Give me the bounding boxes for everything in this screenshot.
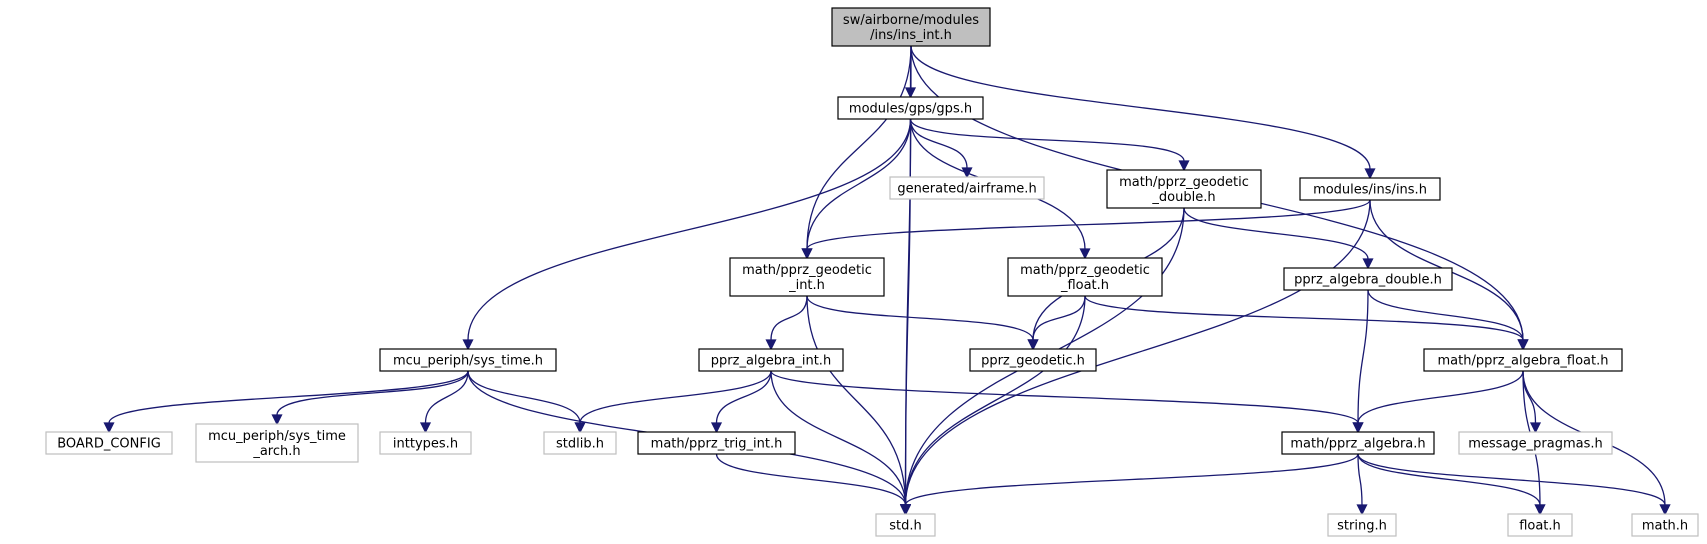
edge-algebra-to-math xyxy=(1357,453,1671,516)
edge-trig_int-to-std xyxy=(715,453,912,516)
node-label: std.h xyxy=(889,519,922,534)
edge-ins-to-geo_int xyxy=(801,199,1371,260)
edge-algebra-to-string xyxy=(1356,453,1368,516)
edge-algebra-to-std xyxy=(899,453,1359,516)
node-label: BOARD_CONFIG xyxy=(57,437,161,452)
edge-sys_time-to-stdlib xyxy=(467,370,586,434)
node-label: pprz_algebra_double.h xyxy=(1294,273,1442,288)
node-alg-int[interactable]: pprz_algebra_int.h xyxy=(698,348,844,372)
node-geo-float[interactable]: math/pprz_geodetic_float.h xyxy=(1007,257,1163,297)
node-alg-float[interactable]: math/pprz_algebra_float.h xyxy=(1423,348,1623,372)
node-geo-double[interactable]: math/pprz_geodetic_double.h xyxy=(1106,169,1262,209)
edge-alg_float-to-algebra xyxy=(1352,370,1524,434)
node-stdlib[interactable]: stdlib.h xyxy=(543,431,617,455)
node-root[interactable]: sw/airborne/modules/ins/ins_int.h xyxy=(831,7,991,47)
node-label: modules/ins/ins.h xyxy=(1313,183,1427,198)
node-label: mcu_periph/sys_time.h xyxy=(393,354,543,369)
node-label: _arch.h xyxy=(252,444,300,459)
edge-geo_float-to-geodetic xyxy=(1027,295,1086,351)
edge-sys_time-to-sys_time_arch xyxy=(271,370,469,426)
edge-alg_float-to-msg_pragmas xyxy=(1522,370,1542,434)
edge-geo_int-to-geodetic xyxy=(806,295,1039,351)
edge-sys_time-to-inttypes xyxy=(419,370,469,434)
node-label: inttypes.h xyxy=(393,437,458,452)
node-label: math/pprz_geodetic xyxy=(1020,263,1150,278)
edge-geo_double-to-alg_double xyxy=(1183,207,1374,270)
node-sys-time[interactable]: mcu_periph/sys_time.h xyxy=(379,348,557,372)
node-geodetic[interactable]: pprz_geodetic.h xyxy=(969,348,1097,372)
edge-alg_double-to-alg_float xyxy=(1367,289,1529,351)
edge-gps-to-sys_time xyxy=(462,118,912,351)
nodes-layer: sw/airborne/modules/ins/ins_int.hmodules… xyxy=(45,7,1699,537)
edge-sys_time-to-board xyxy=(103,370,469,434)
node-label: message_pragmas.h xyxy=(1468,437,1603,452)
node-gps[interactable]: modules/gps/gps.h xyxy=(837,96,984,120)
node-label: float.h xyxy=(1519,519,1561,534)
edge-alg_int-to-stdlib xyxy=(574,370,772,434)
node-label: /ins/ins_int.h xyxy=(870,28,952,43)
node-label: _float.h xyxy=(1060,278,1109,293)
node-label: math/pprz_algebra.h xyxy=(1290,437,1425,452)
node-std[interactable]: std.h xyxy=(875,513,936,537)
node-airframe[interactable]: generated/airframe.h xyxy=(889,176,1045,200)
node-label: math/pprz_geodetic xyxy=(742,263,872,278)
node-label: pprz_algebra_int.h xyxy=(711,354,831,369)
node-label: sw/airborne/modules xyxy=(843,13,979,28)
node-string[interactable]: string.h xyxy=(1327,513,1397,537)
node-msg-pragmas[interactable]: message_pragmas.h xyxy=(1458,431,1613,455)
node-algebra[interactable]: math/pprz_algebra.h xyxy=(1281,431,1435,455)
edge-geo_int-to-alg_int xyxy=(765,295,808,351)
node-inttypes[interactable]: inttypes.h xyxy=(379,431,472,455)
node-label: _int.h xyxy=(788,278,825,293)
node-math[interactable]: math.h xyxy=(1631,513,1699,537)
node-label: mcu_periph/sys_time xyxy=(208,429,346,444)
node-label: generated/airframe.h xyxy=(897,182,1036,197)
node-alg-double[interactable]: pprz_algebra_double.h xyxy=(1283,267,1453,291)
edge-root-to-geo_int xyxy=(801,45,912,260)
node-label: string.h xyxy=(1337,519,1387,534)
node-label: math.h xyxy=(1642,519,1688,534)
node-label: _double.h xyxy=(1151,190,1215,205)
node-label: math/pprz_trig_int.h xyxy=(651,437,783,452)
edge-alg_int-to-algebra xyxy=(770,370,1364,434)
node-board[interactable]: BOARD_CONFIG xyxy=(45,431,173,455)
edge-root-to-ins xyxy=(910,45,1376,180)
node-label: modules/gps/gps.h xyxy=(849,102,972,117)
node-label: math/pprz_algebra_float.h xyxy=(1438,354,1609,369)
edge-alg_double-to-algebra xyxy=(1352,289,1369,434)
edge-algebra-to-float xyxy=(1357,453,1546,516)
node-ins[interactable]: modules/ins/ins.h xyxy=(1299,177,1441,201)
node-geo-int[interactable]: math/pprz_geodetic_int.h xyxy=(729,257,885,297)
edge-geo_float-to-alg_float xyxy=(1084,295,1529,351)
node-label: stdlib.h xyxy=(556,437,604,452)
edge-gps-to-geo_double xyxy=(909,118,1190,172)
node-label: pprz_geodetic.h xyxy=(981,354,1085,369)
node-float[interactable]: float.h xyxy=(1507,513,1573,537)
node-label: math/pprz_geodetic xyxy=(1119,175,1249,190)
edge-alg_int-to-trig_int xyxy=(710,370,772,434)
node-sys-time-arch[interactable]: mcu_periph/sys_time_arch.h xyxy=(195,423,359,463)
node-trig-int[interactable]: math/pprz_trig_int.h xyxy=(637,431,796,455)
